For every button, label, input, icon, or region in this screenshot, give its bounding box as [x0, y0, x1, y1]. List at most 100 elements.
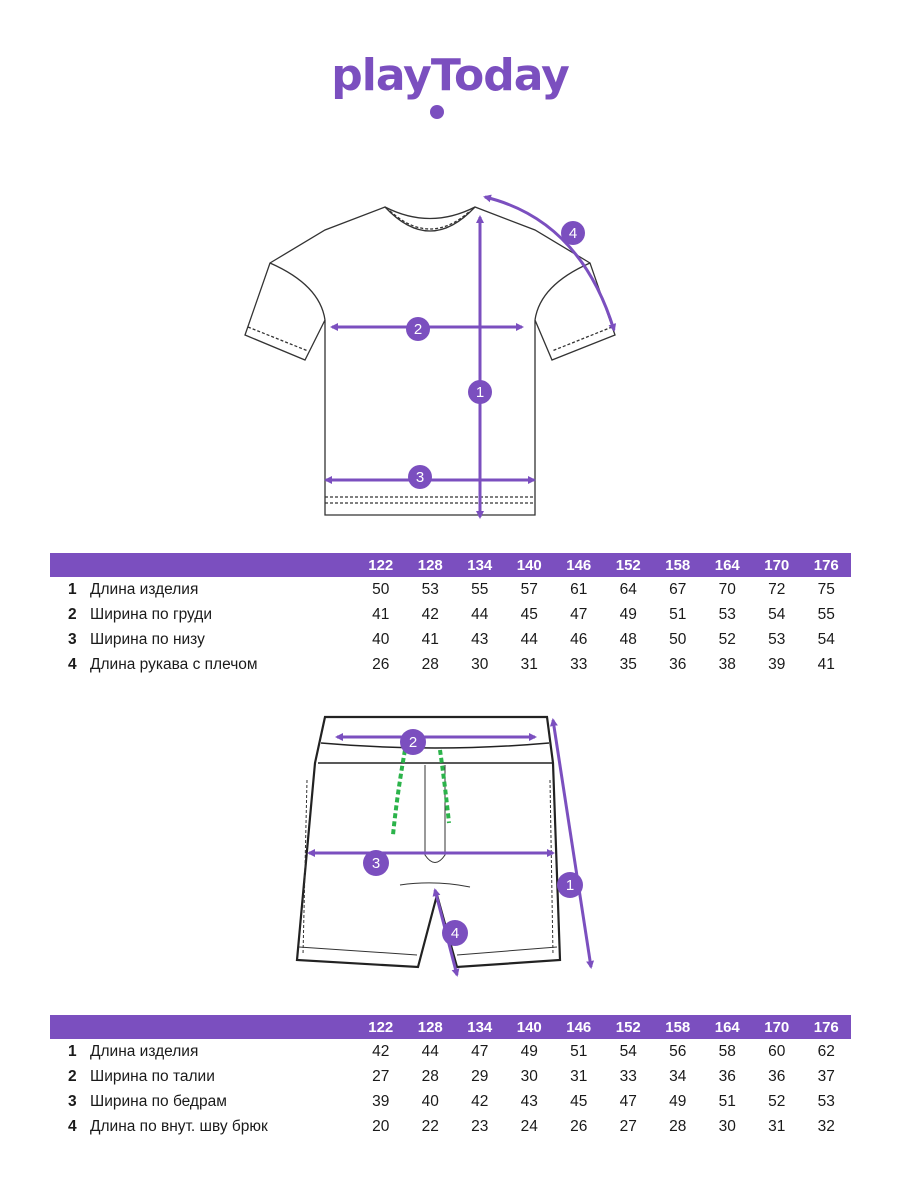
logo-dot-icon	[430, 105, 444, 119]
measurement-value: 39	[768, 655, 786, 673]
svg-text:1: 1	[566, 877, 574, 894]
size-header: 164	[714, 556, 740, 574]
brand-logo: playToday	[331, 50, 570, 101]
svg-text:1: 1	[476, 384, 484, 401]
measurement-value: 30	[718, 1117, 736, 1135]
tshirt-size-table: 122 128 134 140 146 152 158 164 170 176 …	[50, 553, 851, 677]
measurement-value: 30	[471, 655, 489, 673]
measurement-value: 41	[817, 655, 835, 673]
tshirt-badge-2: 2	[406, 317, 430, 341]
measurement-value: 24	[520, 1117, 538, 1135]
size-header: 158	[665, 556, 691, 574]
row-number: 3	[68, 630, 77, 648]
shorts-badge-4: 4	[442, 920, 468, 946]
measurement-value: 28	[421, 1067, 439, 1085]
size-header: 134	[467, 1018, 493, 1036]
measurement-value: 51	[669, 605, 687, 623]
measurement-value: 53	[718, 605, 736, 623]
measurement-value: 41	[421, 630, 439, 648]
size-header: 128	[417, 556, 443, 574]
measurement-name: Длина рукава с плечом	[90, 655, 258, 673]
measurement-value: 37	[817, 1067, 835, 1085]
tshirt-badge-1: 1	[468, 380, 492, 404]
measurement-value: 20	[372, 1117, 390, 1135]
size-header: 164	[714, 1018, 740, 1036]
size-header: 170	[764, 1018, 790, 1036]
size-header: 140	[516, 1018, 542, 1036]
size-header: 176	[813, 556, 839, 574]
measurement-value: 42	[471, 1092, 489, 1110]
measurement-value: 55	[817, 605, 835, 623]
size-header: 146	[566, 556, 592, 574]
measurement-name: Длина изделия	[90, 580, 199, 598]
measurement-value: 60	[768, 1042, 786, 1060]
measurement-name: Длина изделия	[90, 1042, 199, 1060]
measurement-value: 22	[421, 1117, 439, 1135]
row-number: 1	[68, 580, 77, 598]
svg-text:3: 3	[416, 469, 424, 486]
row-number: 2	[68, 605, 77, 623]
measurement-value: 58	[718, 1042, 736, 1060]
tshirt-badge-4: 4	[561, 221, 585, 245]
measurement-value: 43	[471, 630, 489, 648]
measurement-value: 52	[718, 630, 736, 648]
measurement-value: 27	[372, 1067, 390, 1085]
measurement-value: 30	[520, 1067, 538, 1085]
row-number: 1	[68, 1042, 77, 1060]
tshirt-illustration-icon: 1 2 3 4	[244, 194, 617, 519]
measurement-value: 49	[669, 1092, 687, 1110]
measurement-value: 53	[817, 1092, 835, 1110]
measurement-value: 67	[669, 580, 687, 598]
measurement-value: 35	[619, 655, 637, 673]
measurement-value: 47	[570, 605, 588, 623]
size-header: 140	[516, 556, 542, 574]
measurement-value: 26	[570, 1117, 588, 1135]
shorts-badge-3: 3	[363, 850, 389, 876]
measurement-value: 44	[471, 605, 489, 623]
measurement-value: 46	[570, 630, 588, 648]
measurement-value: 36	[718, 1067, 736, 1085]
measurement-value: 39	[372, 1092, 390, 1110]
measurement-value: 40	[372, 630, 390, 648]
measurement-value: 56	[669, 1042, 687, 1060]
measurement-value: 41	[372, 605, 390, 623]
measurement-value: 70	[718, 580, 736, 598]
tshirt-badge-3: 3	[408, 465, 432, 489]
measurement-value: 28	[421, 655, 439, 673]
measurement-value: 51	[718, 1092, 736, 1110]
measurement-value: 42	[421, 605, 439, 623]
measurement-name: Ширина по груди	[90, 605, 212, 623]
measurement-value: 36	[669, 655, 687, 673]
measurement-value: 34	[669, 1067, 687, 1085]
measurement-value: 47	[471, 1042, 489, 1060]
measurement-value: 53	[421, 580, 439, 598]
measurement-value: 51	[570, 1042, 588, 1060]
measurement-value: 23	[471, 1117, 489, 1135]
shorts-badge-2: 2	[400, 729, 426, 755]
row-number: 4	[68, 1117, 77, 1135]
measurement-value: 28	[669, 1117, 687, 1135]
size-header: 158	[665, 1018, 691, 1036]
row-number: 4	[68, 655, 77, 673]
size-header: 134	[467, 556, 493, 574]
measurement-value: 42	[372, 1042, 390, 1060]
size-header: 152	[615, 1018, 641, 1036]
measurement-value: 53	[768, 630, 786, 648]
measurement-name: Ширина по низу	[90, 630, 205, 648]
measurement-value: 33	[619, 1067, 637, 1085]
svg-text:3: 3	[372, 855, 380, 872]
svg-text:4: 4	[569, 225, 577, 242]
measurement-value: 40	[421, 1092, 439, 1110]
row-number: 2	[68, 1067, 77, 1085]
measurement-name: Длина по внут. шву брюк	[90, 1117, 268, 1135]
measurement-value: 31	[570, 1067, 588, 1085]
measurement-value: 31	[520, 655, 538, 673]
measurement-value: 29	[471, 1067, 489, 1085]
